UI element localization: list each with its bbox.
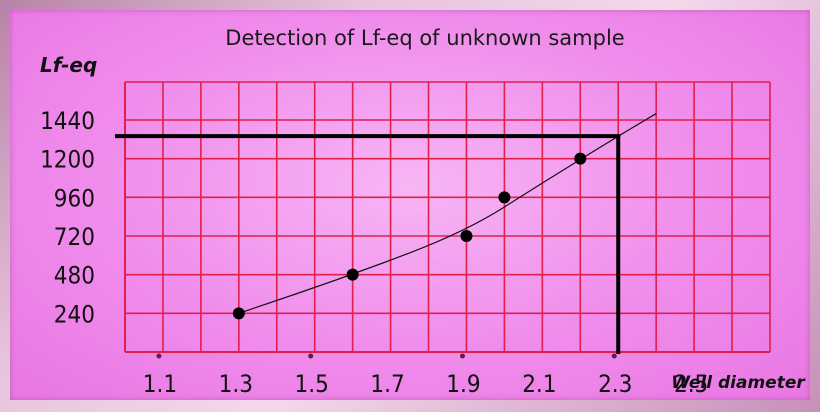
y-tick-label: 960 — [54, 184, 95, 212]
x-tick-labels: 1.1 1.3 1.5 1.7 1.9 2.1 2.3 2.5 — [143, 353, 708, 398]
data-points — [232, 152, 587, 320]
x-tick-label: 1.7 — [370, 370, 404, 398]
grid — [124, 81, 771, 353]
data-point-1 — [346, 268, 359, 281]
data-point-0 — [232, 307, 245, 320]
y-tick-label: 480 — [54, 262, 95, 290]
x-axis-dot — [156, 353, 162, 359]
data-point-4 — [574, 152, 587, 165]
x-tick-label: 2.5 — [674, 370, 708, 398]
x-axis-dot — [308, 353, 314, 359]
x-axis-dot — [611, 353, 617, 359]
y-tick-label: 1200 — [40, 146, 95, 174]
y-tick-label: 240 — [54, 300, 95, 328]
y-tick-label: 720 — [54, 223, 95, 251]
y-tick-labels: 240 480 720 960 1200 1440 — [40, 107, 95, 328]
chart-panel — [10, 10, 810, 400]
fit-curve — [238, 113, 657, 314]
data-point-2 — [460, 230, 473, 242]
x-axis-dot — [459, 353, 465, 359]
fit-curve-group — [238, 113, 657, 314]
x-axis-label: Well diameter — [671, 373, 806, 393]
y-axis-label: Lf-eq — [40, 53, 97, 77]
x-tick-label: 2.3 — [598, 370, 632, 398]
unknown-sample-guides — [115, 134, 621, 354]
x-tick-label: 1.9 — [446, 370, 480, 398]
chart-title: Detection of Lf-eq of unknown sample — [225, 26, 624, 50]
data-point-3 — [498, 191, 511, 204]
x-tick-label: 2.1 — [522, 370, 556, 398]
x-tick-label: 1.5 — [295, 370, 329, 398]
x-tick-label: 1.3 — [219, 370, 253, 398]
x-tick-label: 1.1 — [143, 370, 177, 398]
y-tick-label: 1440 — [40, 107, 95, 135]
